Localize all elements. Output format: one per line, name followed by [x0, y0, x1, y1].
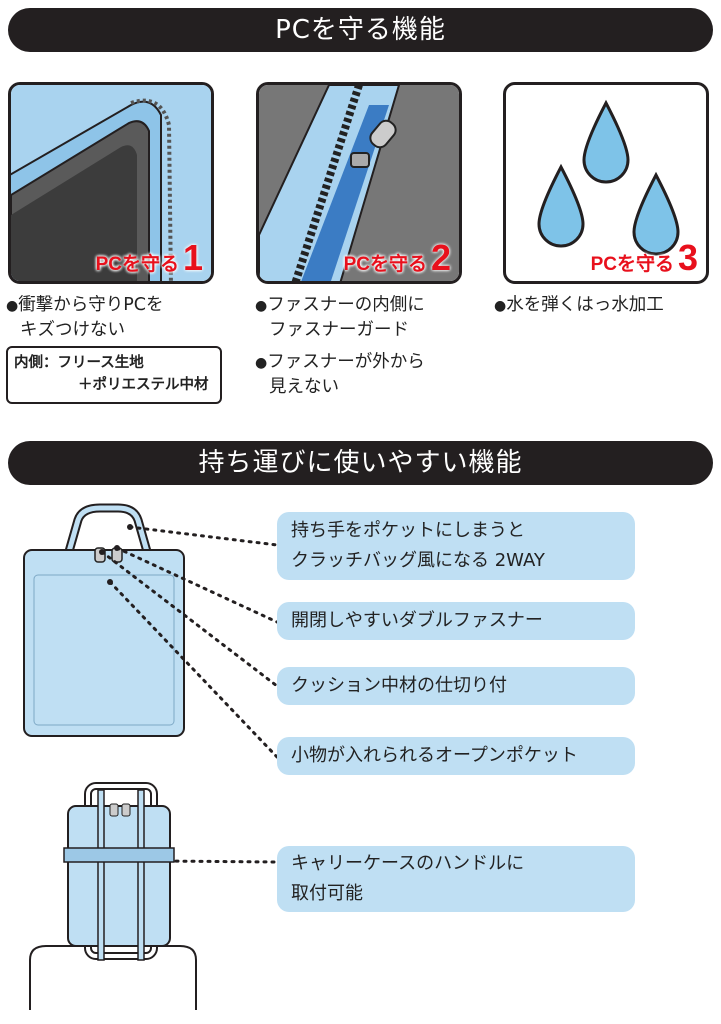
- feature-pill-2way: 持ち手をポケットにしまうと クラッチバッグ風になる 2WAY: [277, 512, 635, 580]
- bullet-text: 水を弾くはっ水加工: [506, 295, 664, 315]
- bullet-text: ファスナーガード: [269, 320, 409, 340]
- bullet-text: ファスナーの内側に: [267, 295, 425, 315]
- feature-pill-open-pocket: 小物が入れられるオープンポケット: [277, 737, 635, 775]
- feature-text: クラッチバッグ風になる 2WAY: [291, 550, 545, 571]
- feature-text: 小物が入れられるオープンポケット: [291, 745, 578, 766]
- water-drops-illustration: [537, 99, 680, 256]
- bullet-list-3: ●水を弾くはっ水加工: [494, 295, 664, 315]
- feature-text: 持ち手をポケットにしまうと: [291, 520, 525, 541]
- feature-pill-cushion: クッション中材の仕切り付: [277, 667, 635, 705]
- section-header-protect: PCを守る機能: [8, 8, 713, 52]
- feature-text: 開閉しやすいダブルファスナー: [291, 610, 543, 631]
- feature-text: クッション中材の仕切り付: [291, 675, 507, 696]
- feature-text: キャリーケースのハンドルに: [291, 853, 525, 874]
- zipper-illustration: [259, 85, 459, 281]
- material-info-box: 内側：フリース生地 ＋ポリエステル中材: [6, 346, 222, 404]
- bullet-text: ファスナーが外から: [267, 352, 425, 372]
- bullet-text: 衝撃から守りPCを: [18, 295, 164, 315]
- material-line-2: ＋ポリエステル中材: [78, 377, 209, 393]
- section-header-carry: 持ち運びに使いやすい機能: [8, 441, 713, 485]
- feature-pill-double-zipper: 開閉しやすいダブルファスナー: [277, 602, 635, 640]
- material-line-1: 内側：フリース生地: [14, 355, 144, 371]
- section-title: PCを守る機能: [275, 15, 446, 45]
- feature-text: 取付可能: [291, 883, 363, 904]
- bullet-list-2: ●ファスナーの内側に ファスナーガード ●ファスナーが外から 見えない: [255, 295, 425, 397]
- bullet-list-1: ●衝撃から守りPCを キズつけない: [6, 295, 164, 340]
- laptop-corner-illustration: [11, 85, 211, 281]
- bullet-text: キズつけない: [20, 320, 125, 340]
- section-title: 持ち運びに使いやすい機能: [198, 448, 523, 478]
- bullet-text: 見えない: [269, 377, 339, 397]
- feature-pill-carry-case: キャリーケースのハンドルに 取付可能: [277, 846, 635, 912]
